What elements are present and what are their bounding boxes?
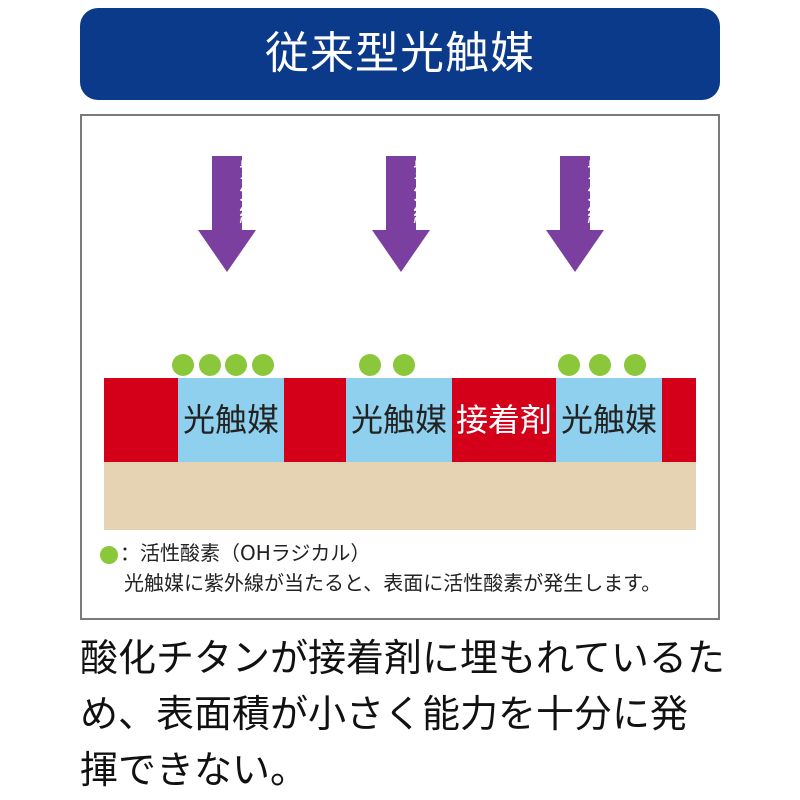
- down-arrow-icon: [372, 156, 430, 272]
- photocatalyst-segment: 光触媒: [346, 378, 452, 462]
- active-oxygen-dot: [225, 354, 247, 376]
- page-title: 従来型光触媒: [80, 8, 720, 100]
- legend: ：活性酸素（OHラジカル） 光触媒に紫外線が当たると、表面に活性酸素が発生します…: [100, 538, 710, 598]
- active-oxygen-dot: [359, 354, 381, 376]
- legend-line-1: ：活性酸素（OHラジカル）: [120, 541, 371, 565]
- description-text: 酸化チタンが接着剤に埋もれているため、表面積が小さく能力を十分に発揮できない。: [80, 636, 725, 792]
- photocatalyst-segment: 光触媒: [556, 378, 662, 462]
- active-oxygen-dot: [624, 354, 646, 376]
- down-arrow-icon: [198, 156, 256, 272]
- down-arrow-icon: [546, 156, 604, 272]
- adhesive-segment: [662, 378, 696, 462]
- adhesive-segment: 接着剤: [452, 378, 556, 462]
- uv-label: 紫外線: [583, 158, 608, 224]
- uv-arrow-3: 紫外線: [544, 156, 608, 272]
- active-oxygen-legend-icon: [100, 545, 118, 564]
- active-oxygen-dot: [393, 354, 415, 376]
- legend-line-2: 光触媒に紫外線が当たると、表面に活性酸素が発生します。: [124, 571, 662, 595]
- active-oxygen-dot: [589, 354, 611, 376]
- uv-arrow-1: 紫外線: [196, 156, 260, 272]
- adhesive-segment: [284, 378, 346, 462]
- photocatalyst-segment: 光触媒: [178, 378, 284, 462]
- active-oxygen-dot: [199, 354, 221, 376]
- active-oxygen-dot: [558, 354, 580, 376]
- legend-row-1: ：活性酸素（OHラジカル）: [100, 538, 710, 568]
- uv-label: 紫外線: [409, 158, 434, 224]
- uv-label: 紫外線: [235, 158, 260, 224]
- active-oxygen-dot: [172, 354, 194, 376]
- uv-arrow-2: 紫外線: [370, 156, 434, 272]
- diagram-frame: [80, 114, 720, 620]
- adhesive-segment: [104, 378, 178, 462]
- active-oxygen-dot: [252, 354, 274, 376]
- substrate-layer: [104, 462, 696, 530]
